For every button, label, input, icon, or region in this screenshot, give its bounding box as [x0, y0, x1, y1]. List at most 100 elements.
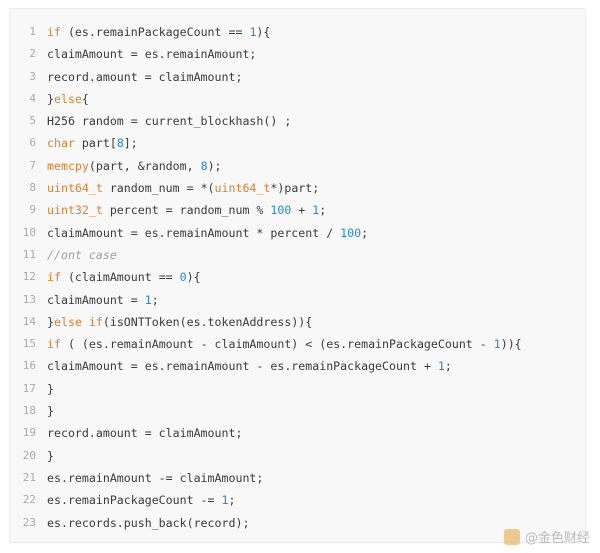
code-token: ; — [151, 292, 159, 307]
code-token: (isONTToken(es.tokenAddress)){ — [102, 314, 313, 329]
line-number: 5 — [29, 114, 36, 128]
code-number: 100 — [270, 203, 292, 218]
line-number: 14 — [22, 314, 36, 328]
code-text: } — [47, 400, 54, 422]
code-keyword: if — [47, 25, 61, 39]
code-line: 18} — [10, 400, 585, 422]
code-token: } — [47, 448, 54, 463]
code-number: 1 — [144, 292, 152, 307]
code-token: H256 random = current_blockhash() ; — [47, 114, 292, 129]
code-number: 1 — [249, 25, 257, 39]
code-keyword: if — [47, 337, 61, 352]
code-line: 4}else{ — [10, 88, 585, 110]
line-number: 12 — [22, 270, 36, 284]
code-line: 21 es.remainAmount -= claimAmount; — [10, 467, 585, 489]
line-number: 17 — [22, 381, 36, 395]
line-number: 11 — [22, 247, 36, 261]
code-token: ( (es.remainAmount - claimAmount) < (es.… — [60, 337, 494, 352]
code-token: (part, &random, — [88, 158, 201, 173]
code-token: part[ — [74, 136, 117, 151]
code-number: 8 — [116, 136, 124, 151]
code-number: 0 — [179, 270, 187, 285]
line-number: 7 — [29, 158, 36, 172]
code-line: 22 es.remainPackageCount -= 1; — [10, 489, 585, 511]
code-line: 17} — [10, 378, 585, 400]
watermark-text: @金色财经 — [524, 531, 590, 546]
jinse-logo-icon — [503, 528, 520, 545]
line-number: 9 — [29, 203, 36, 217]
line-number: 23 — [22, 515, 36, 529]
code-text: claimAmount = es.remainAmount; — [47, 43, 256, 65]
code-token — [82, 315, 89, 329]
code-text: uint64_t random_num = *(uint64_t*)part; — [47, 177, 319, 199]
code-text: if ( (es.remainAmount - claimAmount) < (… — [47, 333, 522, 355]
line-number: 4 — [29, 91, 36, 105]
code-line: 11 //ont case — [10, 244, 585, 266]
code-token: record.amount = claimAmount; — [47, 426, 243, 441]
code-token: percent = random_num % — [102, 203, 271, 218]
code-text: if (claimAmount == 0){ — [47, 266, 201, 288]
code-text: claimAmount = es.remainAmount - es.remai… — [47, 355, 452, 377]
code-text: uint32_t percent = random_num % 100 + 1; — [47, 199, 326, 221]
code-token: } — [47, 91, 54, 106]
code-token: ; — [319, 203, 327, 218]
code-token: random_num = *( — [102, 181, 215, 196]
code-token: es.records.push_back(record); — [47, 515, 250, 530]
code-keyword: else — [53, 91, 82, 106]
code-line: 5 H256 random = current_blockhash() ; — [10, 110, 585, 132]
line-number: 21 — [22, 470, 36, 484]
line-number: 6 — [29, 136, 36, 150]
code-line: 20} — [10, 445, 585, 467]
code-token: *)part; — [270, 181, 320, 196]
code-text: record.amount = claimAmount; — [47, 422, 242, 444]
line-number: 20 — [22, 448, 36, 462]
line-number: 10 — [22, 225, 36, 239]
code-keyword: memcpy — [47, 158, 89, 173]
code-keyword: if — [88, 314, 103, 329]
line-number: 2 — [29, 47, 36, 61]
code-token: } — [47, 314, 54, 329]
code-token: claimAmount = es.remainAmount; — [47, 47, 257, 62]
line-number: 15 — [22, 337, 36, 351]
code-keyword: else — [53, 314, 82, 329]
code-line: 7 memcpy(part, &random, 8); — [10, 155, 585, 177]
code-text: es.remainPackageCount -= 1; — [47, 489, 235, 511]
code-keyword: uint64_t — [214, 181, 271, 196]
watermark: @金色财经 — [503, 527, 590, 546]
code-token: ; — [444, 359, 452, 374]
code-line: 14}else if(isONTToken(es.tokenAddress)){ — [10, 311, 585, 333]
code-token: + — [291, 203, 313, 218]
code-token: ; — [361, 225, 369, 240]
code-number: 8 — [200, 158, 208, 173]
code-text: es.records.push_back(record); — [47, 512, 249, 534]
code-token: es.remainPackageCount -= — [47, 493, 222, 508]
code-number: 1 — [437, 359, 445, 374]
code-keyword: char — [47, 136, 75, 151]
line-number: 16 — [22, 359, 36, 373]
code-text: record.amount = claimAmount; — [47, 66, 242, 88]
code-line: 2 claimAmount = es.remainAmount; — [10, 43, 585, 65]
code-token: ); — [207, 158, 222, 173]
code-text: es.remainAmount -= claimAmount; — [47, 467, 263, 489]
line-number: 18 — [22, 404, 36, 418]
code-token: } — [47, 404, 54, 419]
code-line: 15 if ( (es.remainAmount - claimAmount) <… — [10, 333, 585, 355]
line-number: 8 — [29, 181, 36, 195]
code-text: H256 random = current_blockhash() ; — [47, 110, 291, 132]
code-number: 1 — [312, 203, 320, 218]
line-number: 22 — [22, 493, 36, 507]
line-number: 1 — [29, 25, 36, 38]
code-text: memcpy(part, &random, 8); — [47, 155, 222, 177]
code-comment: //ont case — [47, 247, 117, 262]
code-text: } — [47, 445, 54, 467]
code-keyword: uint64_t — [47, 181, 103, 196]
code-token: ; — [228, 493, 236, 508]
code-token: claimAmount = — [47, 292, 145, 307]
